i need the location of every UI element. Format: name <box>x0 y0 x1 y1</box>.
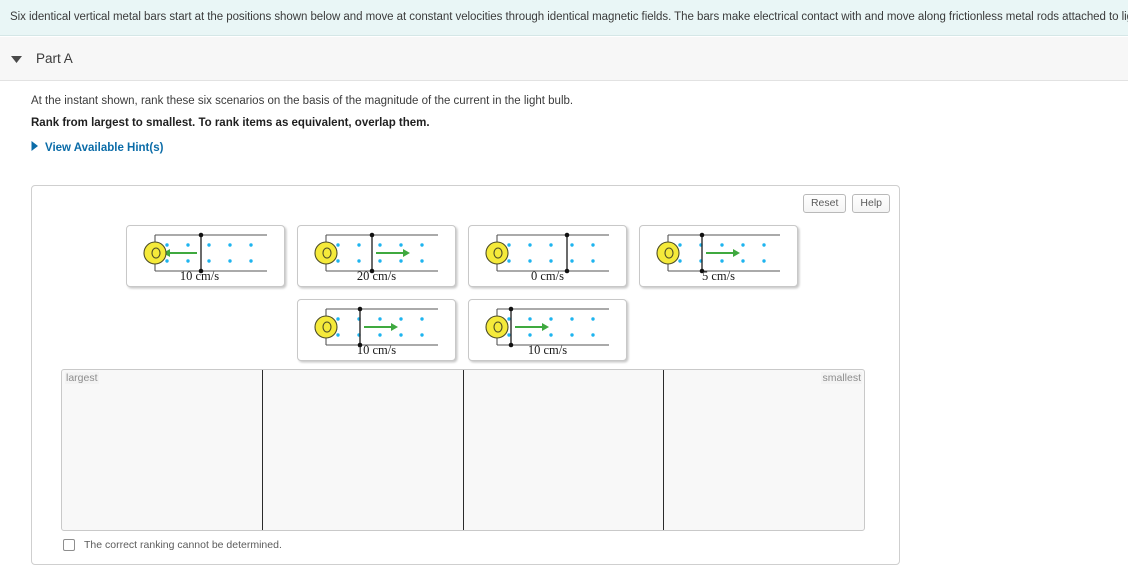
scenario-card-3[interactable]: 0 cm/s <box>468 225 627 287</box>
ranking-bin-1[interactable]: largest <box>62 370 263 530</box>
problem-intro-banner: Six identical vertical metal bars start … <box>0 0 1128 36</box>
scenario-speed-label: 10 cm/s <box>179 269 220 283</box>
ranking-bin-4[interactable]: smallest <box>664 370 864 530</box>
scenario-speed-label: 10 cm/s <box>356 343 397 357</box>
scenario-cards-row-2: 10 cm/s 10 cm/s <box>297 299 627 361</box>
view-hints-link[interactable]: View Available Hint(s) <box>31 141 163 154</box>
help-button[interactable]: Help <box>852 194 890 213</box>
cannot-determine-label: The correct ranking cannot be determined… <box>84 539 282 551</box>
question-text: At the instant shown, rank these six sce… <box>31 95 574 107</box>
scenario-card-2[interactable]: 20 cm/s <box>297 225 456 287</box>
cannot-determine-row[interactable]: The correct ranking cannot be determined… <box>63 539 282 551</box>
ranking-smallest-label: smallest <box>821 372 862 384</box>
scenario-cards-row-1: 10 cm/s 20 cm/s 0 cm/s 5 cm/s <box>126 225 798 287</box>
scenario-card-6[interactable]: 10 cm/s <box>468 299 627 361</box>
scenario-speed-label: 10 cm/s <box>527 343 568 357</box>
part-a-header[interactable]: Part A <box>0 36 1128 81</box>
ranking-instruction: Rank from largest to smallest. To rank i… <box>31 117 430 129</box>
caret-down-icon[interactable] <box>8 51 24 67</box>
problem-intro-text: Six identical vertical metal bars start … <box>10 11 1128 23</box>
reset-button[interactable]: Reset <box>802 194 847 213</box>
scenario-speed-label: 0 cm/s <box>531 269 564 283</box>
ranking-largest-label: largest <box>65 372 99 384</box>
caret-right-icon <box>31 141 38 154</box>
scenario-speed-label: 5 cm/s <box>702 269 735 283</box>
scenario-card-4[interactable]: 5 cm/s <box>639 225 798 287</box>
ranking-bins[interactable]: largest smallest <box>61 369 865 531</box>
cannot-determine-checkbox[interactable] <box>63 539 75 551</box>
part-title: Part A <box>36 51 73 66</box>
ranking-bin-3[interactable] <box>464 370 665 530</box>
question-body: At the instant shown, rank these six sce… <box>0 81 1128 154</box>
answer-panel: Reset Help 10 cm/s 20 cm/s 0 cm/s 5 cm/s 10… <box>31 185 900 565</box>
scenario-speed-label: 20 cm/s <box>356 269 397 283</box>
view-hints-label: View Available Hint(s) <box>45 141 164 154</box>
ranking-bin-2[interactable] <box>263 370 464 530</box>
scenario-card-1[interactable]: 10 cm/s <box>126 225 285 287</box>
panel-buttons: Reset Help <box>802 194 890 213</box>
scenario-card-5[interactable]: 10 cm/s <box>297 299 456 361</box>
